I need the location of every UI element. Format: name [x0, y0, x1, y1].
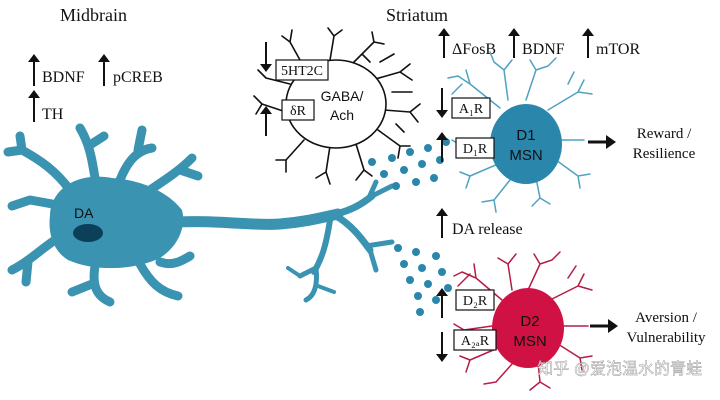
interneuron-label-line1: GABA/: [321, 88, 364, 104]
up-arrow-icon: [438, 28, 450, 58]
receptor-a1r: A₁R: [459, 102, 484, 117]
up-arrow-icon: [98, 54, 110, 86]
interneuron-label-line2: Ach: [330, 107, 354, 123]
receptor-d2r: D₂R: [463, 294, 488, 309]
midbrain-title: Midbrain: [60, 5, 127, 25]
striatum-marker-fosb: ΔFosB: [452, 41, 496, 58]
d1-label-line2: MSN: [509, 147, 542, 164]
d2-msn-soma: [492, 288, 564, 368]
da-neuron-dendrites: [3, 123, 203, 307]
watermark: 知乎 @爱泡温水的青蛙: [537, 360, 702, 378]
d1-label-line1: D1: [516, 127, 535, 144]
d2-label-line2: MSN: [513, 333, 546, 350]
arrow-right-icon: [590, 319, 618, 333]
da-release-label: DA release: [452, 221, 523, 238]
midbrain-marker-pcreb: pCREB: [113, 69, 163, 86]
midbrain-markers: BDNF pCREB TH: [28, 54, 163, 123]
down-arrow-icon: [436, 332, 448, 362]
d2-outcome-line2: Vulnerability: [626, 330, 706, 346]
da-neuron-soma: [49, 176, 184, 269]
up-arrow-icon: [260, 106, 272, 136]
down-arrow-icon: [260, 42, 272, 72]
striatum-marker-bdnf: BDNF: [522, 41, 565, 58]
receptor-box-a1r: [451, 97, 491, 119]
up-arrow-icon: [28, 54, 40, 86]
up-arrow-icon: [436, 132, 448, 162]
striatum-top-markers: ΔFosB BDNF mTOR: [438, 28, 640, 58]
d1-outcome-line2: Resilience: [633, 146, 696, 162]
striatum-marker-mtor: mTOR: [596, 41, 640, 58]
up-arrow-icon: [436, 288, 448, 318]
receptor-box-delta: [281, 99, 315, 121]
dopamine-vesicles-upper: [368, 138, 450, 190]
da-nucleus: [73, 224, 103, 242]
receptor-d1r: D₁R: [463, 142, 488, 157]
d2-outcome-line1: Aversion /: [635, 310, 698, 326]
up-arrow-icon: [582, 28, 594, 58]
receptor-box-d1r: [455, 137, 495, 159]
receptor-box-5ht2c: [275, 59, 329, 81]
da-neuron-label: DA: [74, 205, 94, 221]
up-arrow-icon: [28, 90, 40, 122]
up-arrow-icon: [508, 28, 520, 58]
midbrain-marker-bdnf: BDNF: [42, 69, 85, 86]
arrow-right-icon: [588, 135, 616, 149]
striatum-title: Striatum: [386, 5, 448, 25]
receptor-delta: δR: [290, 104, 307, 119]
dopamine-vesicles-lower: [394, 244, 452, 316]
midbrain-marker-th: TH: [42, 106, 64, 123]
receptor-5ht2c: 5HT2C: [281, 64, 323, 79]
down-arrow-icon: [436, 88, 448, 118]
d1-outcome-line1: Reward /: [637, 126, 692, 142]
gaba-ach-interneuron: [253, 27, 421, 185]
da-neuron-axon: [170, 179, 395, 303]
d2-label-line1: D2: [520, 313, 539, 330]
d1-msn-soma: [490, 104, 562, 184]
receptor-box-a2ar: [453, 329, 497, 351]
up-arrow-icon: [436, 208, 448, 238]
da-neuron: [3, 123, 395, 307]
receptor-a2ar: A₂ₐR: [461, 334, 490, 349]
receptor-box-d2r: [455, 289, 495, 311]
